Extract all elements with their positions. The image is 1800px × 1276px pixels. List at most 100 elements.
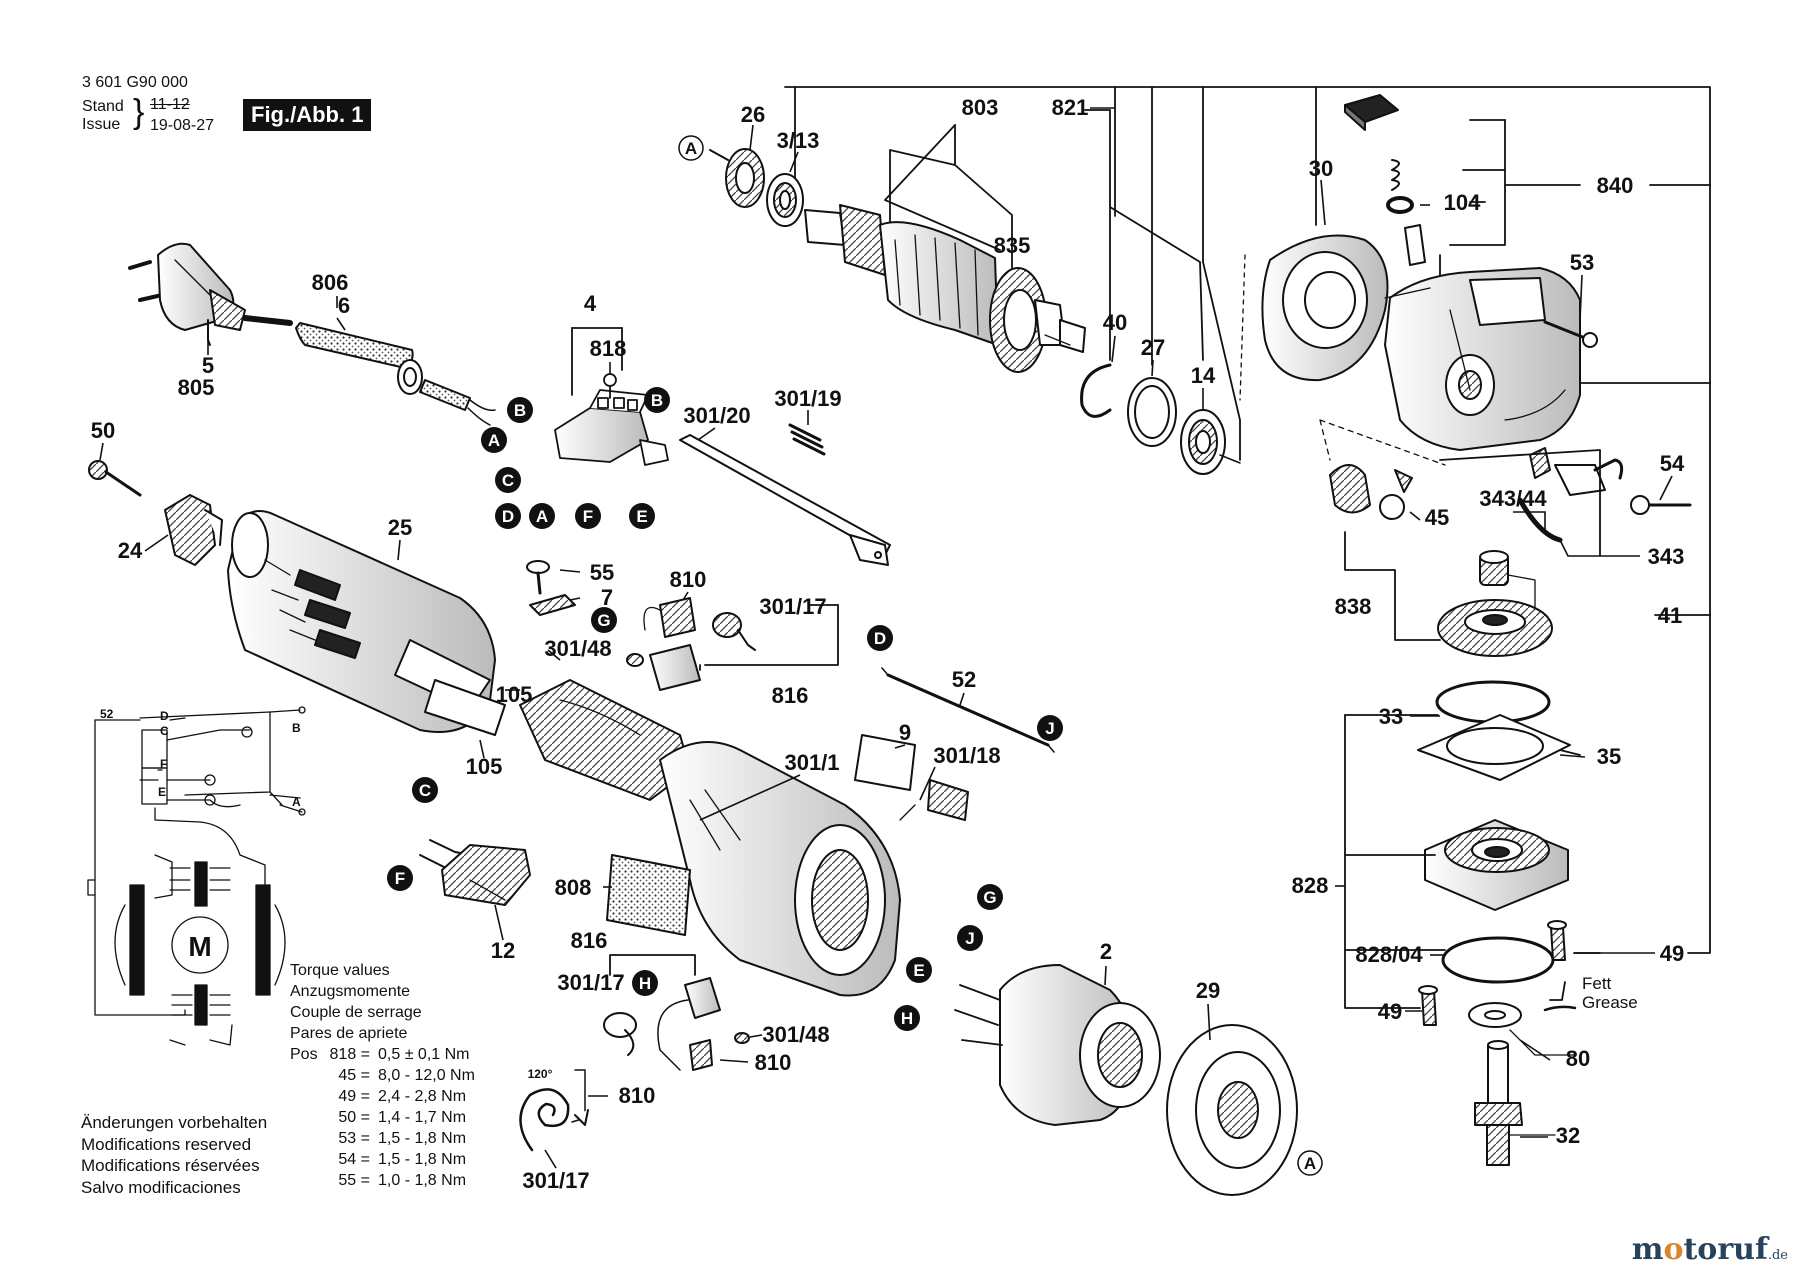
brace-glyph: } [133, 93, 145, 131]
screw-49-right [1547, 920, 1567, 961]
spindle-lock-button [1344, 94, 1399, 131]
field-coil-2 [954, 964, 1161, 1126]
svg-text:806: 806 [312, 270, 349, 295]
svg-text:9: 9 [899, 720, 911, 745]
svg-text:G: G [983, 888, 996, 907]
svg-text:821: 821 [1052, 95, 1089, 120]
svg-text:F: F [395, 869, 405, 888]
motor-housing-25 [227, 510, 506, 736]
svg-text:816: 816 [571, 928, 608, 953]
svg-text:30: 30 [1309, 156, 1333, 181]
svg-text:14: 14 [1191, 363, 1216, 388]
torque-row: 55 =1,0 - 1,8 Nm [338, 1172, 467, 1189]
torque-table: Torque values Anzugsmomente Couple de se… [290, 960, 475, 1191]
armature-835 [804, 204, 1086, 373]
label-9 [854, 734, 916, 791]
callout-816-lower [609, 954, 696, 976]
grease-marker [1543, 981, 1577, 1012]
svg-text:828: 828 [1292, 873, 1329, 898]
cover-24 [164, 494, 223, 566]
o-ring-828-04 [1441, 936, 1555, 984]
svg-text:52: 52 [952, 667, 976, 692]
svg-text:25: 25 [388, 515, 412, 540]
part-number: 3 601 G90 000 [82, 74, 188, 91]
svg-text:24: 24 [118, 538, 143, 563]
figure-label: Fig./Abb. 1 [243, 99, 372, 131]
lock-lever-343 [1517, 447, 1692, 543]
ref-b-switch: B [644, 387, 670, 413]
ref-g-brush: G [591, 607, 617, 633]
ref-a-guide: A [1297, 1150, 1323, 1176]
reference-markers: A B A B C D A F E G D J C F H G J E H A [387, 135, 1323, 1176]
torque-line-3: Couple de serrage [290, 1004, 422, 1021]
svg-text:104: 104 [1444, 190, 1481, 215]
svg-text:343/44: 343/44 [1479, 486, 1547, 511]
svg-text:33: 33 [1379, 704, 1403, 729]
svg-text:2: 2 [1100, 939, 1112, 964]
torque-row: 49 =2,4 - 2,8 Nm [338, 1088, 467, 1105]
ref-h-field: H [894, 1005, 920, 1031]
svg-text:29: 29 [1196, 978, 1220, 1003]
svg-text:301/19: 301/19 [774, 386, 841, 411]
bearing-flange-35 [1417, 714, 1571, 781]
ref-d-switch: D [495, 503, 521, 529]
date-current: 19-08-27 [150, 117, 215, 134]
svg-text:53: 53 [1570, 250, 1594, 275]
wire-52 [881, 667, 1055, 753]
svg-text:Fett: Fett [1582, 974, 1612, 993]
screw-50 [88, 460, 142, 497]
ref-d-wire: D [867, 625, 893, 651]
bearing-14 [1180, 409, 1241, 475]
svg-text:810: 810 [755, 1050, 792, 1075]
switch-4 [554, 327, 669, 466]
torque-row: 45 =8,0 - 12,0 Nm [338, 1067, 475, 1084]
issue-label: Issue [82, 116, 121, 133]
ref-b-cord: B [507, 397, 533, 423]
svg-text:40: 40 [1103, 310, 1127, 335]
watermark-logo: motoruf.de [1631, 1232, 1788, 1267]
svg-text:828/04: 828/04 [1355, 942, 1423, 967]
svg-text:F: F [583, 507, 593, 526]
ref-f-switch: F [575, 503, 601, 529]
svg-text:C: C [160, 724, 169, 738]
svg-text:C: C [419, 781, 431, 800]
date-struck: 11-12 [150, 96, 190, 113]
nameplate-808 [606, 854, 691, 936]
svg-text:A: A [1304, 1154, 1316, 1173]
cord-6 [419, 379, 496, 426]
svg-text:301/48: 301/48 [762, 1022, 829, 1047]
pinion-gear [1319, 419, 1446, 520]
circlip-40 [1080, 363, 1112, 418]
svg-text:838: 838 [1335, 594, 1372, 619]
svg-text:E: E [636, 507, 647, 526]
washer-80 [1468, 1002, 1576, 1056]
ref-j-wire: J [1037, 715, 1063, 741]
ref-a-top: A [678, 135, 704, 161]
svg-text:301/17: 301/17 [522, 1168, 589, 1193]
svg-text:27: 27 [1141, 335, 1165, 360]
svg-text:343: 343 [1648, 544, 1685, 569]
ref-j-field: J [957, 925, 983, 951]
svg-text:G: G [597, 611, 610, 630]
schematic-labels: 52 D C B F E A M [100, 707, 301, 962]
cable-12 [419, 839, 531, 906]
svg-text:E: E [158, 785, 166, 799]
spring-lock [1391, 159, 1400, 191]
callout-816-bracket [699, 604, 839, 671]
svg-text:803: 803 [962, 95, 999, 120]
svg-text:Grease: Grease [1582, 993, 1638, 1012]
sleeve-41 [1479, 550, 1536, 616]
svg-text:6: 6 [338, 293, 350, 318]
svg-text:49: 49 [1660, 941, 1684, 966]
spindle-32 [1474, 1040, 1556, 1166]
stand-label: Stand [82, 98, 124, 115]
ring-27 [1127, 377, 1177, 447]
svg-text:105: 105 [466, 754, 503, 779]
screw-55 [526, 560, 550, 595]
svg-text:A: A [488, 431, 500, 450]
svg-text:835: 835 [994, 233, 1031, 258]
housing-301-1 [519, 679, 901, 997]
